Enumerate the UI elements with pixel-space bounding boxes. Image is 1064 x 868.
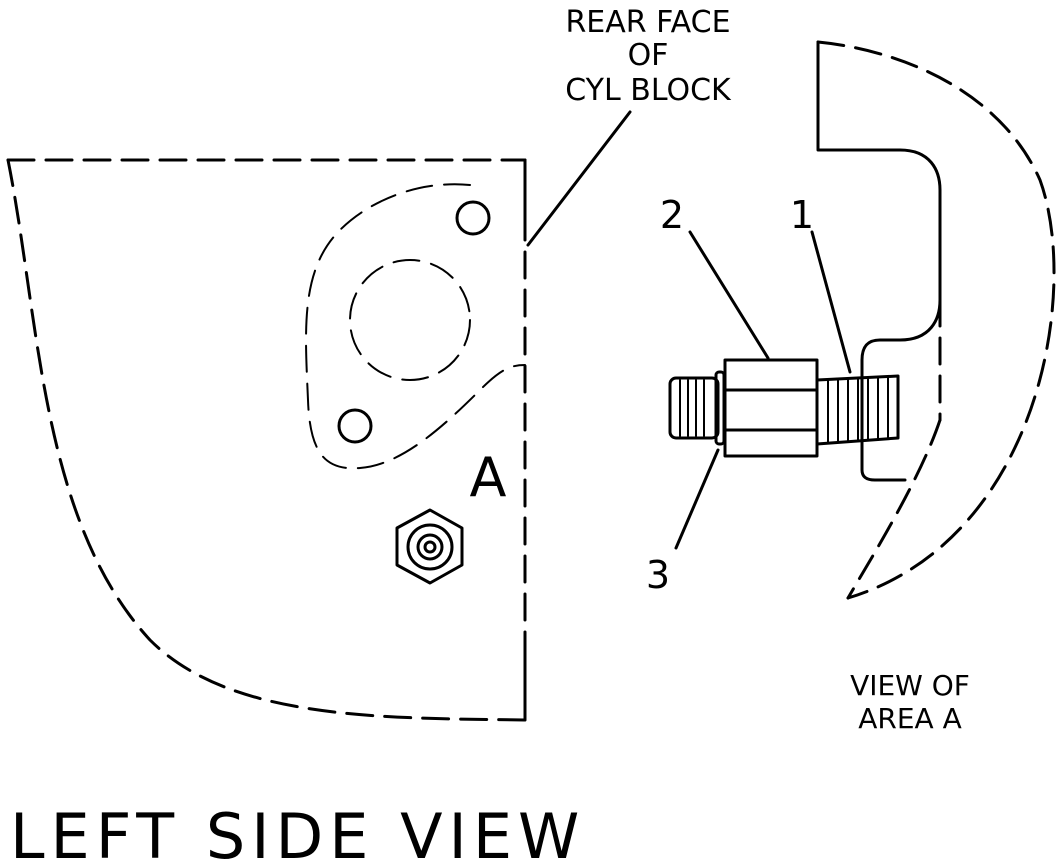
rear-face-label-line3: CYL BLOCK <box>565 73 732 108</box>
tapered-thread <box>815 374 900 446</box>
area-a-marker: A <box>470 446 507 509</box>
bolt-hole-upper <box>455 200 491 236</box>
callout-1-leader <box>810 230 852 374</box>
view-of-label-line2: AREA A <box>858 702 962 735</box>
view-of-label-line1: VIEW OF <box>850 669 970 702</box>
o-ring <box>714 370 726 446</box>
cylinder-block-outline <box>6 158 527 722</box>
callout-3: 3 <box>646 553 670 597</box>
main-title: LEFT SIDE VIEW <box>10 800 585 868</box>
rear-face-leader <box>526 110 632 247</box>
hex-fitting <box>395 508 464 585</box>
callout-2-leader <box>688 230 770 360</box>
callout-2: 2 <box>660 193 684 237</box>
callout-1: 1 <box>790 193 814 237</box>
fitting-assembly <box>668 358 900 458</box>
rear-face-label-line2: OF <box>628 38 669 73</box>
flange-plate <box>305 183 526 470</box>
rear-face-label-line1: REAR FACE <box>565 5 730 40</box>
callout-3-leader <box>674 448 720 550</box>
bolt-hole-lower <box>337 408 373 444</box>
area-a-view-outline <box>816 40 1056 600</box>
hex-body <box>723 358 819 458</box>
